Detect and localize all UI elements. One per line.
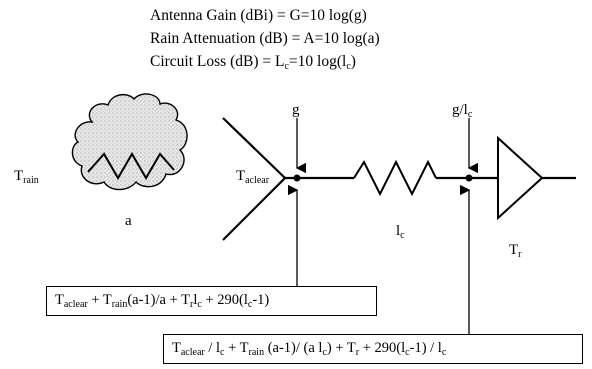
rain-cloud-icon xyxy=(71,93,188,191)
f1-part: -1) xyxy=(252,292,270,308)
f2-sub: c xyxy=(405,347,410,358)
g-over-lc-label: g/lc xyxy=(452,101,473,120)
f1-part: (a-1)/a + T xyxy=(127,292,190,308)
f1-part: T xyxy=(55,292,64,308)
circuit-loss-text-2: =10 log(l xyxy=(288,53,347,70)
f1-part: + T xyxy=(87,292,112,308)
g-over-lc-sub: c xyxy=(467,109,473,120)
attenuation-a-label: a xyxy=(125,213,132,229)
circuit-loss-resistor-icon xyxy=(353,159,437,197)
t-aclear-sub: aclear xyxy=(245,175,270,186)
f2-part: -1) / l xyxy=(409,340,442,356)
f1-sub: c xyxy=(247,299,253,310)
f2-sub: r xyxy=(355,347,360,358)
reference-point-g xyxy=(293,174,301,182)
lc-sub: c xyxy=(400,230,405,241)
t-rain-label: Train xyxy=(14,167,39,186)
f2-sub: c xyxy=(220,347,225,358)
f2-part: + T xyxy=(224,340,249,356)
circuit-loss-text: Circuit Loss (dB) = L xyxy=(150,53,285,70)
g-over-lc-text: g/l xyxy=(452,102,468,118)
f2-part: ) + T xyxy=(326,340,356,356)
f1-sub: c xyxy=(197,299,202,310)
f1-sub: aclear xyxy=(63,299,88,310)
gain-g-label: g xyxy=(292,102,300,118)
reference-point-g-lc xyxy=(465,174,473,182)
f2-sub: aclear xyxy=(180,347,205,358)
circuit-loss-sub-2: c xyxy=(346,61,351,72)
f2-sub: c xyxy=(441,347,447,358)
rain-attenuation-equation: Rain Attenuation (dB) = A=10 log(a) xyxy=(150,29,380,48)
receiver-amplifier-icon xyxy=(497,135,544,221)
antenna-gain-equation: Antenna Gain (dBi) = G=10 log(g) xyxy=(150,6,367,25)
f1-sub: rain xyxy=(111,299,128,310)
lc-label: lc xyxy=(396,222,405,241)
f1-sub: r xyxy=(189,299,194,310)
t-aclear-base: T xyxy=(236,168,246,184)
f2-part: / l xyxy=(204,340,221,356)
t-rain-base: T xyxy=(14,168,24,184)
f1-part: l xyxy=(193,292,198,308)
lc-base: l xyxy=(396,223,401,239)
antenna-gain-text: Antenna Gain (dBi) = G=10 log(g) xyxy=(150,7,367,24)
f2-part: (a-1)/ (a l xyxy=(264,340,323,356)
circuit-loss-sub: c xyxy=(284,61,289,72)
rain-resistor-icon xyxy=(87,152,175,180)
circuit-loss-equation: Circuit Loss (dB) = Lc=10 log(lc) xyxy=(150,52,356,72)
formula-box-2: Taclear / lc + Train (a-1)/ (a lc) + Tr … xyxy=(163,334,583,364)
t-r-sub: r xyxy=(518,249,522,260)
f2-part: T xyxy=(172,340,181,356)
t-aclear-label: Taclear xyxy=(236,167,270,186)
f2-sub: rain xyxy=(248,347,265,358)
f1-part: + 290(l xyxy=(201,292,248,308)
rain-attenuation-text: Rain Attenuation (dB) = A=10 log(a) xyxy=(150,30,380,47)
formula-box-1: Taclear + Train(a-1)/a + Trlc + 290(lc-1… xyxy=(46,286,377,316)
circuit-loss-text-3: ) xyxy=(350,53,356,70)
t-r-label: Tr xyxy=(509,241,522,260)
f2-part: + 290(l xyxy=(359,340,406,356)
f2-sub: c xyxy=(322,347,327,358)
t-rain-sub: rain xyxy=(23,175,39,186)
t-r-base: T xyxy=(509,242,519,258)
